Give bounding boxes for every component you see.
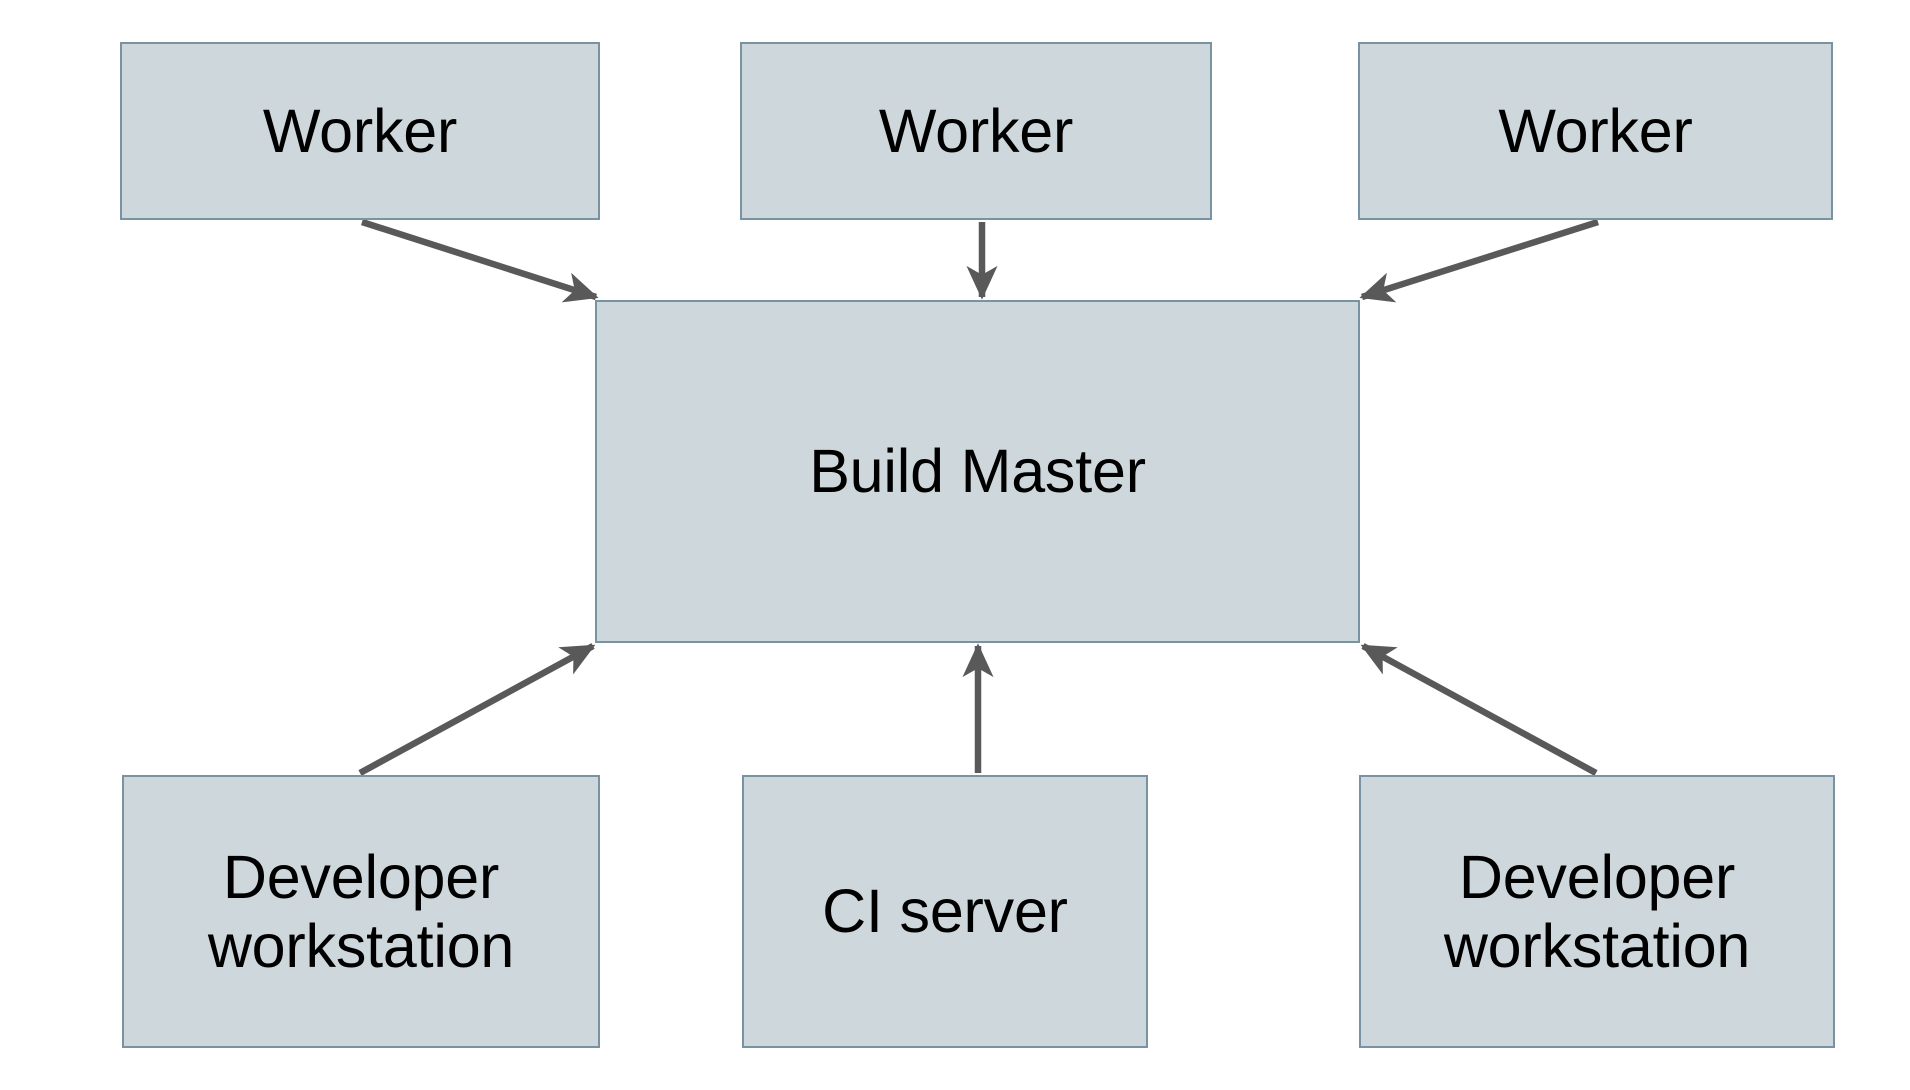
node-developer-workstation-2[interactable]: Developer workstation — [1359, 775, 1835, 1048]
node-ci-server[interactable]: CI server — [742, 775, 1148, 1048]
node-developer-workstation-1[interactable]: Developer workstation — [122, 775, 600, 1048]
edge-worker-3-to-build-master — [1359, 218, 1599, 303]
edge-dev-ws-1-to-build-master — [358, 643, 596, 776]
node-build-master[interactable]: Build Master — [595, 300, 1360, 643]
edge-worker-1-to-build-master — [361, 218, 599, 303]
node-worker-3[interactable]: Worker — [1358, 42, 1833, 220]
edge-dev-ws-2-to-build-master — [1360, 643, 1598, 776]
node-worker-1[interactable]: Worker — [120, 42, 600, 220]
node-worker-2[interactable]: Worker — [740, 42, 1212, 220]
